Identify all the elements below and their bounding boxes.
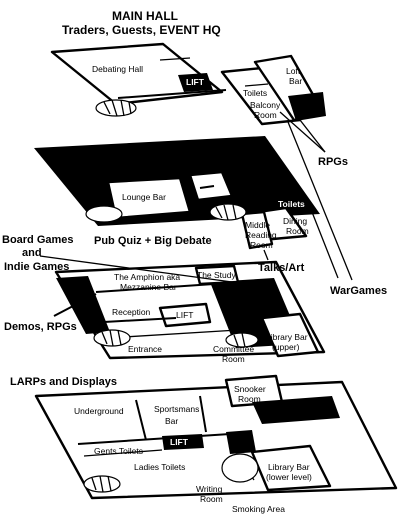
stair-icon xyxy=(95,99,137,117)
room-underground: Underground xyxy=(74,406,124,416)
room-snooker-line1: Snooker xyxy=(234,384,266,394)
label-indie-games: Indie Games xyxy=(4,261,69,273)
room-middle-reading-line2: Reading xyxy=(245,230,277,240)
room-sportsmans-line1: Sportsmans xyxy=(154,404,199,414)
room-toilets-top: Toilets xyxy=(243,88,267,98)
label-larps-displays: LARPs and Displays xyxy=(10,376,117,388)
room-balcony-line2: Room xyxy=(254,110,277,120)
floor-underground xyxy=(34,374,398,500)
room-sportsmans-line2: Bar xyxy=(165,416,178,426)
room-gents-toilets: Gents Toilets xyxy=(94,446,143,456)
room-reception: Reception xyxy=(112,307,151,317)
room-amphion-line2: Mezzanine Bar xyxy=(120,282,177,292)
room-library-bar-lower-line1: Library Bar xyxy=(268,462,310,472)
room-debating-hall: Debating Hall xyxy=(92,64,143,74)
room-middle-reading-line3: Room xyxy=(250,240,273,250)
label-wargames: WarGames xyxy=(330,285,387,297)
room-committee-line1: Committee xyxy=(213,344,254,354)
stair-icon xyxy=(93,329,259,348)
room-committee-line2: Room xyxy=(222,354,245,364)
room-balcony-line1: Balcony xyxy=(250,100,281,110)
room-writing-line2: Room xyxy=(200,494,223,504)
leader-lines xyxy=(39,111,353,317)
room-dining-line2: Room xyxy=(286,226,309,236)
room-library-bar-lower-line2: (lower level) xyxy=(266,472,312,482)
room-lift-top: LIFT xyxy=(186,77,205,87)
room-library-bar-upper-line2: (upper) xyxy=(272,342,300,352)
room-snooker-line2: Room xyxy=(238,394,261,404)
label-board-games: Board Games xyxy=(2,234,74,246)
label-talks-art: Talks/Art xyxy=(258,262,305,274)
room-loft-bar-line2: Bar xyxy=(289,76,302,86)
room-writing-line1: Writing xyxy=(196,484,223,494)
main-hall-subtitle: Traders, Guests, EVENT HQ xyxy=(62,23,221,37)
room-toilets-second: Toilets xyxy=(278,199,305,209)
room-entrance: Entrance xyxy=(128,344,162,354)
room-middle-reading-line1: Middle xyxy=(245,220,270,230)
room-lift-third: LIFT xyxy=(176,310,193,320)
label-demos-rpgs: Demos, RPGs xyxy=(4,321,77,333)
floor-amphion xyxy=(54,260,326,360)
label-rpgs: RPGs xyxy=(318,156,348,168)
room-the-study: The Study xyxy=(197,270,236,280)
room-library-bar-upper-line1: Library Bar xyxy=(266,332,308,342)
room-loft-bar-line1: Loft xyxy=(286,66,301,76)
room-amphion-line1: The Amphion aka xyxy=(114,272,180,282)
room-lift-bottom: LIFT xyxy=(170,437,189,447)
label-board-games-and: and xyxy=(22,247,42,259)
room-dining-line1: Dining xyxy=(283,216,307,226)
room-smoking-area: Smoking Area xyxy=(232,504,285,514)
room-ladies-toilets: Ladies Toilets xyxy=(134,462,185,472)
label-pub-quiz: Pub Quiz + Big Debate xyxy=(94,235,212,247)
room-lounge-bar: Lounge Bar xyxy=(122,192,166,202)
stair-icon xyxy=(85,203,247,223)
main-hall-title: MAIN HALL xyxy=(112,9,178,23)
stair-icon xyxy=(83,453,259,493)
floor-main-hall xyxy=(50,42,326,126)
floor-lounge xyxy=(34,136,320,250)
